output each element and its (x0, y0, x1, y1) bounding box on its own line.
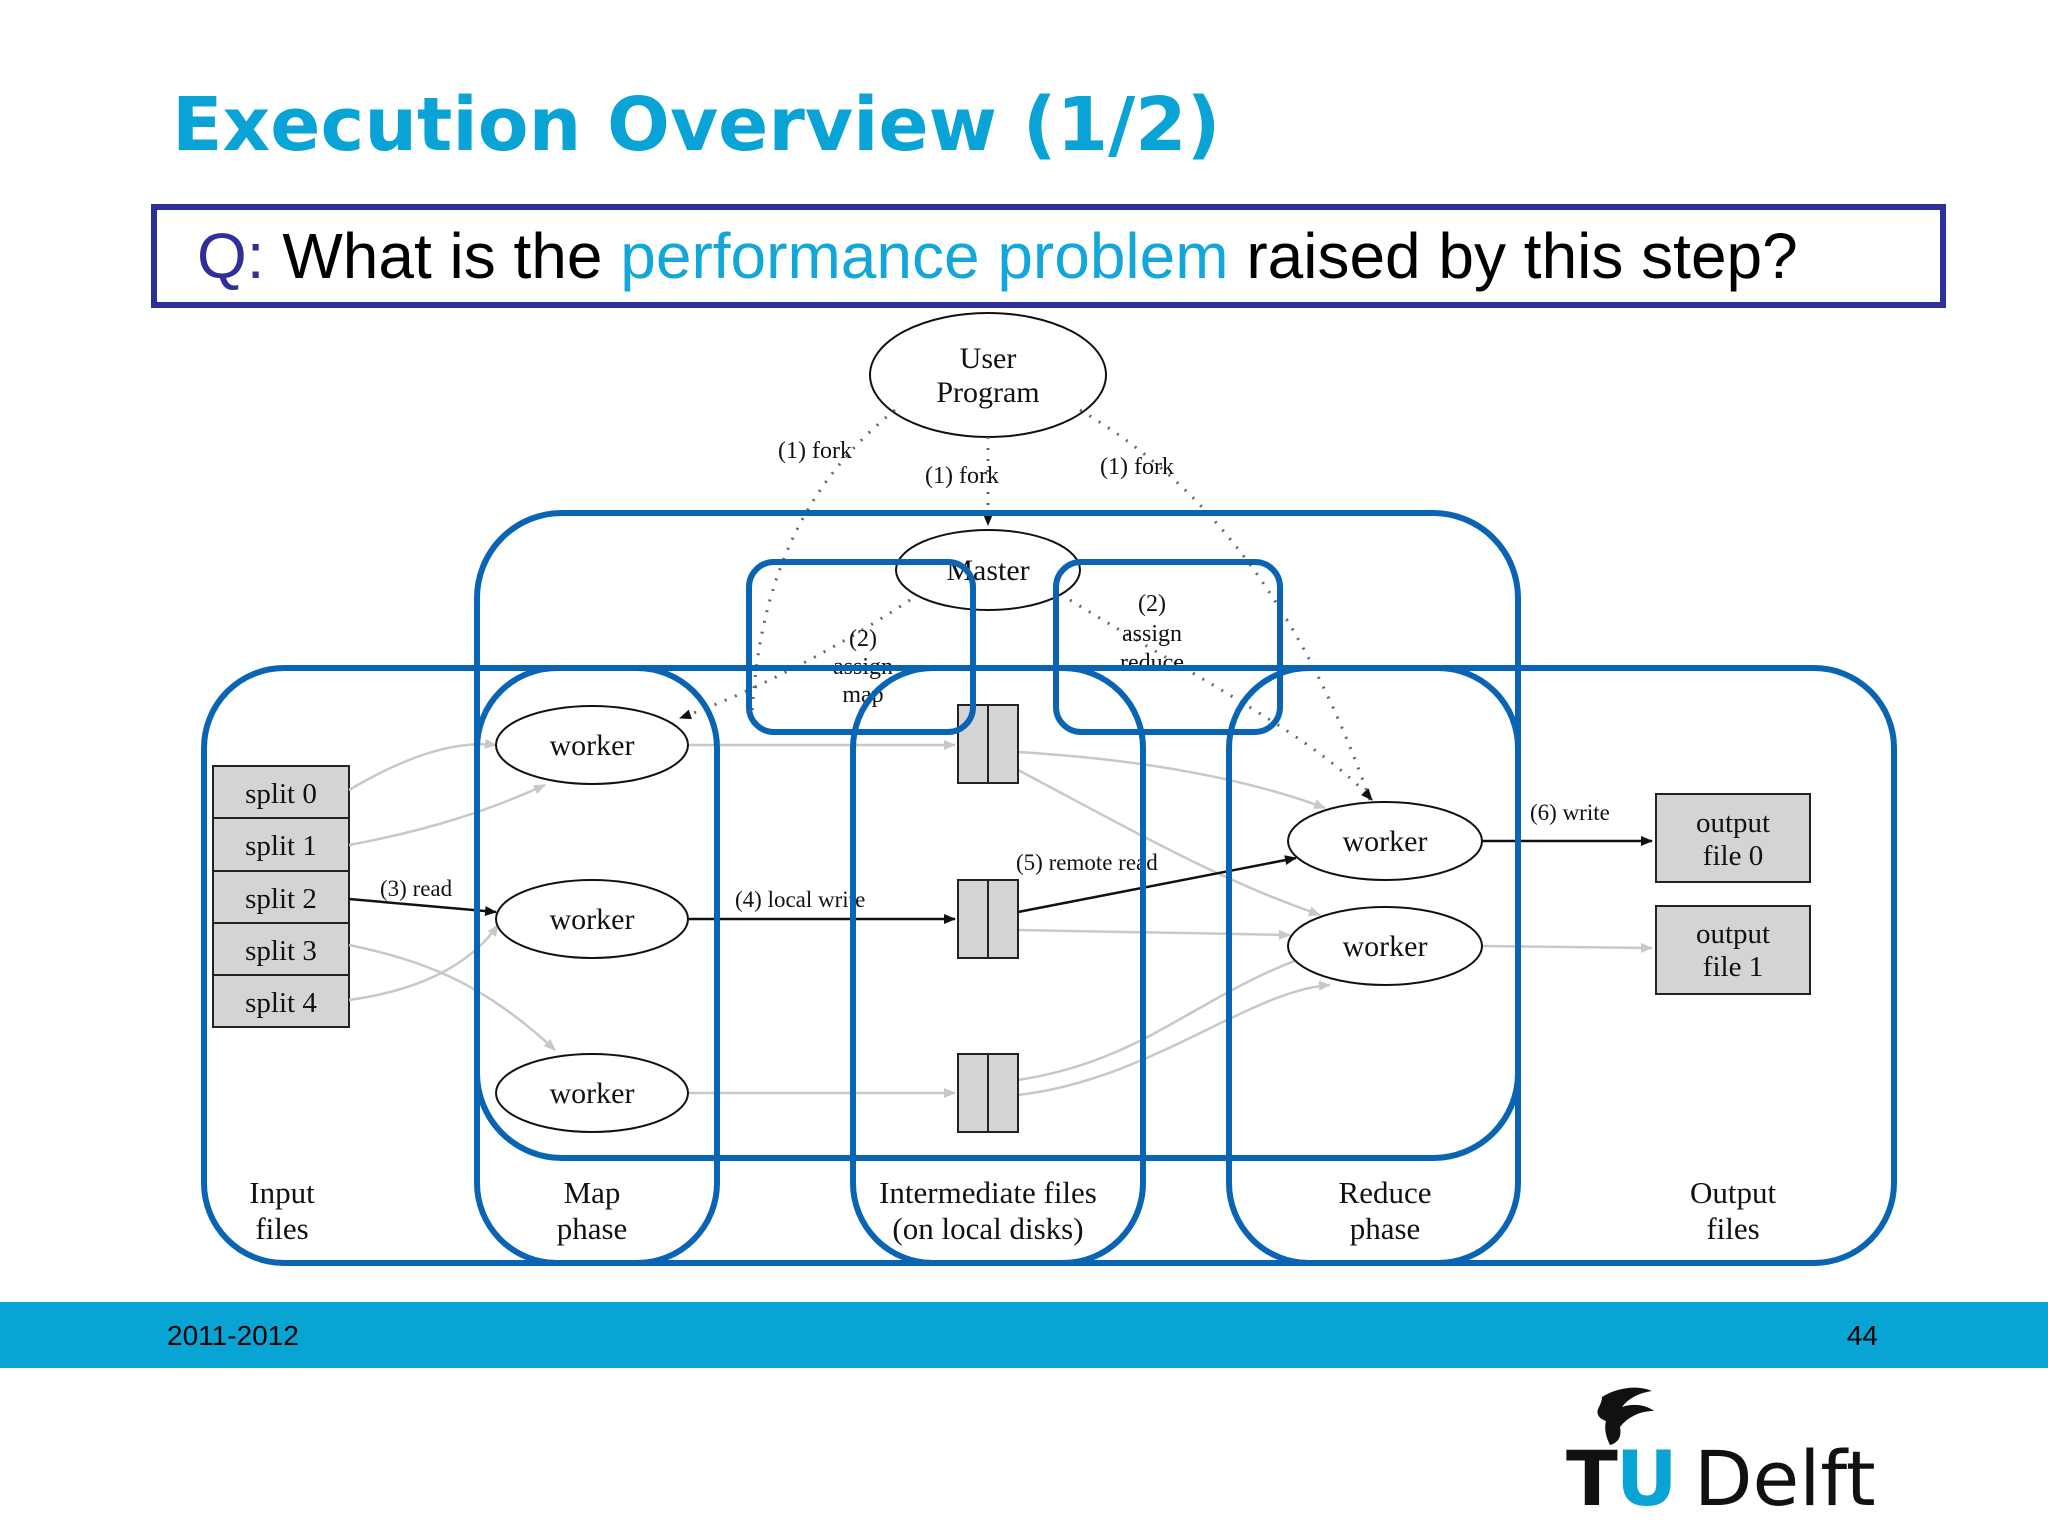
user-program-node (869, 312, 1107, 438)
reduce-worker-node-1 (1287, 801, 1483, 881)
assign-edges (679, 598, 1374, 801)
logo-delft-text: Delft (1694, 1434, 1876, 1515)
phase-label-input-line1: Input (249, 1175, 315, 1210)
question-highlight: performance problem (620, 220, 1229, 292)
assign-map-label-line1: (2) (849, 626, 877, 652)
highlight-reduce-phase (1226, 665, 1521, 1266)
highlight-map-phase (474, 665, 720, 1266)
highlight-all-phases (201, 665, 1897, 1266)
phase-label-input-line2: files (255, 1211, 308, 1246)
output-file-box-1 (1655, 905, 1811, 995)
map-worker-node-1 (495, 705, 689, 785)
background-edges (348, 738, 1653, 1098)
user-program-label-line1: User (960, 342, 1017, 375)
phase-label-output-line2: files (1706, 1211, 1759, 1246)
reduce-worker-label-1: worker (1343, 825, 1428, 858)
output-file-1-line2: file 1 (1703, 951, 1763, 983)
output-file-box-0 (1655, 793, 1811, 883)
question-prefix: Q: (197, 220, 265, 292)
question-text-before: What is the (264, 220, 621, 292)
intermediate-file-3b (987, 1053, 1019, 1133)
highlight-assign-reduce (1053, 559, 1283, 735)
page-number: 44 (1846, 1320, 1878, 1351)
phase-label-reduce-line1: Reduce (1339, 1175, 1432, 1210)
phase-label-intermediate-line1: Intermediate files (879, 1175, 1097, 1210)
split-box-3 (212, 922, 350, 976)
highlighted-edges (348, 836, 1653, 924)
question-text-after: raised by this step? (1228, 220, 1798, 292)
input-splits: split 0 split 1 split 2 split 3 split 4 (212, 765, 350, 1028)
flame-icon (1597, 1387, 1654, 1445)
map-worker-node-3 (495, 1053, 689, 1133)
write-edge-label: (6) write (1530, 800, 1610, 825)
master-node (895, 529, 1081, 611)
phase-label-output-line1: Output (1690, 1175, 1777, 1210)
fork-label-right: (1) fork (1100, 454, 1174, 480)
split-label-1: split 1 (245, 830, 317, 862)
intermediate-file-2a (957, 879, 989, 959)
reduce-worker-node-2 (1287, 906, 1483, 986)
intermediate-file-3a (957, 1053, 989, 1133)
map-worker-label-1: worker (550, 729, 635, 762)
question-box: Q: What is the performance problem raise… (151, 204, 1946, 308)
logo-tu-text: TU (1566, 1434, 1676, 1515)
split-box-4 (212, 974, 350, 1028)
intermediate-file-1b (987, 704, 1019, 784)
master-label: Master (946, 554, 1029, 587)
assign-reduce-label-line2: assign (1122, 621, 1182, 647)
split-box-1 (212, 817, 350, 872)
highlight-overlays (201, 510, 1897, 1266)
highlight-assign-map (746, 559, 976, 735)
footer-year: 2011-2012 (167, 1320, 299, 1351)
split-label-0: split 0 (245, 778, 317, 810)
map-worker-label-3: worker (550, 1077, 635, 1110)
phase-label-intermediate-line2: (on local disks) (892, 1211, 1083, 1246)
fork-label-left: (1) fork (778, 438, 852, 464)
footer-bar: 2011-2012 44 (0, 1302, 2048, 1368)
fork-label-center: (1) fork (925, 463, 999, 489)
map-worker-label-2: worker (550, 903, 635, 936)
intermediate-file-2b (987, 879, 1019, 959)
split-label-4: split 4 (245, 987, 317, 1019)
assign-reduce-label-line3: reduce (1120, 650, 1184, 676)
user-program-label-line2: Program (936, 376, 1039, 409)
split-box-2 (212, 870, 350, 924)
split-label-3: split 3 (245, 935, 317, 967)
output-file-0-line1: output (1696, 807, 1770, 839)
split-label-2: split 2 (245, 883, 317, 915)
intermediate-files (957, 704, 1019, 1133)
slide-title: Execution Overview (1/2) (172, 82, 1221, 168)
output-file-1-line1: output (1696, 918, 1770, 950)
phase-label-reduce-line2: phase (1350, 1211, 1421, 1246)
fork-edges (750, 408, 1372, 801)
local-write-edge-label: (4) local write (735, 887, 865, 912)
highlight-intermediate-phase (850, 665, 1146, 1266)
reduce-worker-label-2: worker (1343, 930, 1428, 963)
mapreduce-diagram: User Program (1) fork (1) fork (1) fork … (201, 312, 1897, 1266)
tu-delft-logo: TU Delft (1566, 1387, 1876, 1515)
map-worker-node-2 (495, 879, 689, 959)
output-file-0-line2: file 0 (1703, 840, 1763, 872)
read-edge-label: (3) read (380, 876, 453, 901)
remote-read-edge-label: (5) remote read (1016, 850, 1158, 875)
assign-reduce-label-line1: (2) (1138, 591, 1166, 617)
phase-label-map-line2: phase (557, 1211, 628, 1246)
phase-label-map-line1: Map (564, 1175, 621, 1210)
